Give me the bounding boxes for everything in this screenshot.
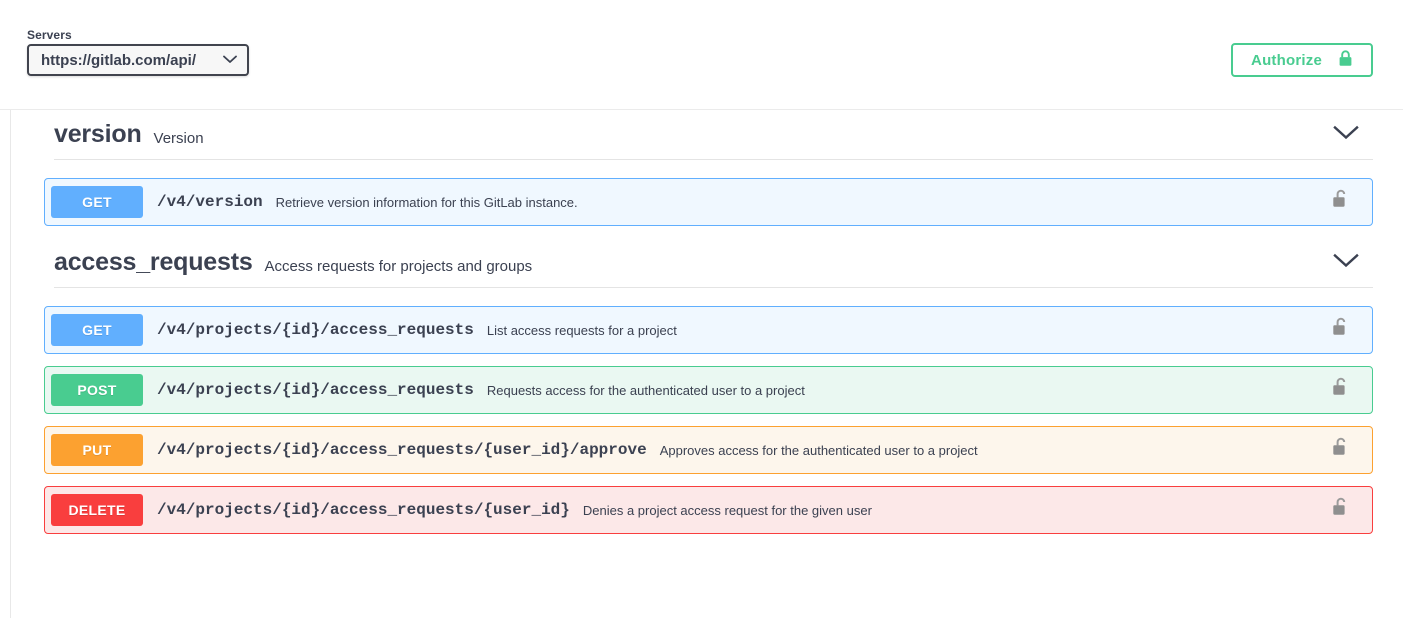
lock-open-icon[interactable] xyxy=(1332,497,1350,523)
operation-method-badge: GET xyxy=(51,314,143,346)
lock-closed-icon xyxy=(1338,50,1353,70)
chevron-down-icon xyxy=(223,51,237,69)
opblock-tag-header-access_requests[interactable]: access_requests Access requests for proj… xyxy=(54,238,1373,288)
operation-row-delete-3[interactable]: DELETE /v4/projects/{id}/access_requests… xyxy=(44,486,1373,534)
operation-path: /v4/projects/{id}/access_requests xyxy=(157,321,474,339)
operation-summary: Retrieve version information for this Gi… xyxy=(276,195,578,210)
opblock-tag-section-access_requests: access_requests Access requests for proj… xyxy=(0,238,1403,534)
authorize-button[interactable]: Authorize xyxy=(1231,43,1373,77)
tag-name: version xyxy=(54,120,142,149)
tag-name: access_requests xyxy=(54,248,253,277)
operation-method-badge: DELETE xyxy=(51,494,143,526)
operation-method-badge: POST xyxy=(51,374,143,406)
operation-list: GET /v4/projects/{id}/access_requests Li… xyxy=(44,306,1373,534)
server-select[interactable]: https://gitlab.com/api/ xyxy=(27,44,249,76)
servers-block: Servers https://gitlab.com/api/ xyxy=(27,28,249,76)
operation-summary: Approves access for the authenticated us… xyxy=(660,443,978,458)
tag-description: Version xyxy=(154,130,204,149)
operation-list: GET /v4/version Retrieve version informa… xyxy=(44,178,1373,226)
operation-method-badge: GET xyxy=(51,186,143,218)
operation-summary: List access requests for a project xyxy=(487,323,677,338)
operation-path: /v4/projects/{id}/access_requests/{user_… xyxy=(157,501,570,519)
auth-wrapper: Authorize xyxy=(1231,43,1373,77)
operation-method-badge: PUT xyxy=(51,434,143,466)
opblock-tag-section-version: version Version GET /v4/version Retrieve… xyxy=(0,110,1403,226)
scheme-container: Servers https://gitlab.com/api/ Authoriz… xyxy=(0,0,1403,110)
chevron-down-icon[interactable] xyxy=(1333,252,1359,273)
lock-open-icon[interactable] xyxy=(1332,317,1350,343)
lock-open-icon[interactable] xyxy=(1332,437,1350,463)
lock-open-icon[interactable] xyxy=(1332,189,1350,215)
authorize-button-label: Authorize xyxy=(1251,52,1322,69)
tag-sections-root: version Version GET /v4/version Retrieve… xyxy=(0,110,1403,534)
tag-description: Access requests for projects and groups xyxy=(265,258,533,277)
operation-row-put-2[interactable]: PUT /v4/projects/{id}/access_requests/{u… xyxy=(44,426,1373,474)
operation-path: /v4/projects/{id}/access_requests/{user_… xyxy=(157,441,647,459)
operation-path: /v4/version xyxy=(157,193,263,211)
operation-path: /v4/projects/{id}/access_requests xyxy=(157,381,474,399)
opblock-tag-header-version[interactable]: version Version xyxy=(54,110,1373,160)
operation-row-get-0[interactable]: GET /v4/projects/{id}/access_requests Li… xyxy=(44,306,1373,354)
chevron-down-icon[interactable] xyxy=(1333,124,1359,145)
lock-open-icon[interactable] xyxy=(1332,377,1350,403)
operation-summary: Requests access for the authenticated us… xyxy=(487,383,805,398)
operation-row-get-0[interactable]: GET /v4/version Retrieve version informa… xyxy=(44,178,1373,226)
server-select-value: https://gitlab.com/api/ xyxy=(41,52,196,69)
operation-row-post-1[interactable]: POST /v4/projects/{id}/access_requests R… xyxy=(44,366,1373,414)
servers-label: Servers xyxy=(27,28,249,42)
operation-summary: Denies a project access request for the … xyxy=(583,503,872,518)
